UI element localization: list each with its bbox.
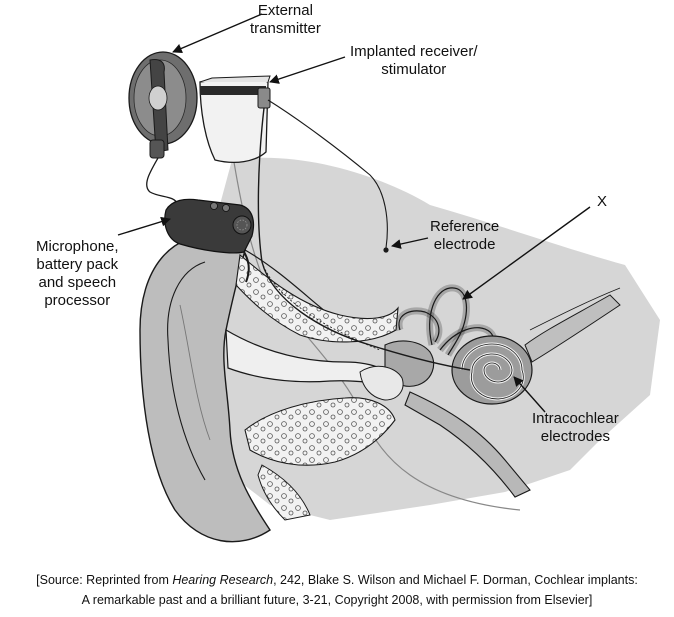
arrow-reference-electrode <box>391 237 429 249</box>
label-microphone: Microphone, battery pack and speech proc… <box>36 238 119 309</box>
arrow-external-transmitter <box>172 13 263 54</box>
caption-line-2: A remarkable past and a brilliant future… <box>81 593 593 607</box>
eustachian-tube <box>404 391 531 498</box>
speech-processor <box>164 198 255 283</box>
label-x: X <box>597 193 608 210</box>
external-transmitter <box>128 51 198 159</box>
caption-line-1: [Source: Reprinted from Hearing Research… <box>36 573 638 587</box>
electrode-array-lead <box>257 107 471 371</box>
auditory-nerve <box>524 294 621 363</box>
arrow-intracochlear <box>513 376 546 413</box>
label-external-transmitter: External transmitter <box>250 2 321 37</box>
label-reference-electrode: Reference electrode <box>430 218 500 253</box>
cochlea <box>451 335 533 405</box>
label-implanted-receiver: Implanted receiver/ stimulator <box>350 43 478 78</box>
temporal-bone-upper <box>235 253 399 343</box>
cochlear-implant-diagram <box>117 13 660 543</box>
reference-electrode-lead <box>267 99 388 249</box>
arrow-microphone <box>117 216 171 236</box>
arrow-implanted-receiver <box>269 56 346 84</box>
arrow-x <box>462 206 591 300</box>
label-intracochlear: Intracochlear electrodes <box>532 410 619 445</box>
temporal-bone-lower <box>244 397 396 466</box>
source-caption: [Source: Reprinted from Hearing Research… <box>0 570 674 610</box>
